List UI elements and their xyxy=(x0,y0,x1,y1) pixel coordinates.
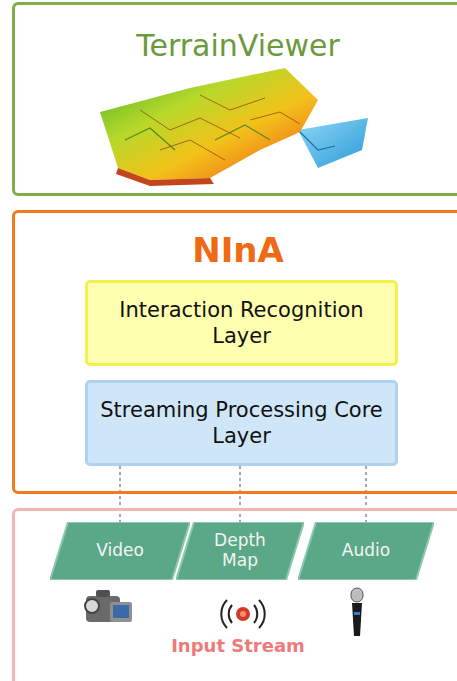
layer-label: Interaction Recognition Layer xyxy=(98,297,385,350)
camera-icon xyxy=(85,590,132,622)
stream-label: Audio xyxy=(342,541,390,561)
stream-parallelogram: Video xyxy=(50,522,190,580)
frame-title: Input Stream xyxy=(15,635,457,658)
dotted-connector xyxy=(239,466,241,522)
layer-box: Interaction Recognition Layer xyxy=(85,280,398,366)
dotted-connector xyxy=(365,466,367,522)
parallelogram-outline xyxy=(176,522,304,580)
application-frame: TerrainViewer xyxy=(12,2,457,196)
frame-title: NInA xyxy=(15,229,457,272)
stream-label: Depth Map xyxy=(202,531,278,570)
layer-label: Streaming Processing Core Layer xyxy=(98,397,385,450)
layer-box: Streaming Processing Core Layer xyxy=(85,380,398,466)
terrain-illustration xyxy=(100,68,368,186)
stream-label: Video xyxy=(96,541,144,561)
input-frame: Input Stream Video Depth Map Audio xyxy=(12,508,457,681)
parallelogram-outline xyxy=(50,522,190,580)
dotted-connector xyxy=(119,466,121,522)
stream-parallelogram: Audio xyxy=(298,522,434,580)
sensor-icon xyxy=(221,600,264,628)
parallelogram-outline xyxy=(298,522,434,580)
microphone-icon xyxy=(351,588,363,636)
stream-parallelogram: Depth Map xyxy=(176,522,304,580)
framework-frame: NInA Interaction Recognition LayerStreami… xyxy=(12,210,457,494)
frame-title: TerrainViewer xyxy=(15,27,457,65)
